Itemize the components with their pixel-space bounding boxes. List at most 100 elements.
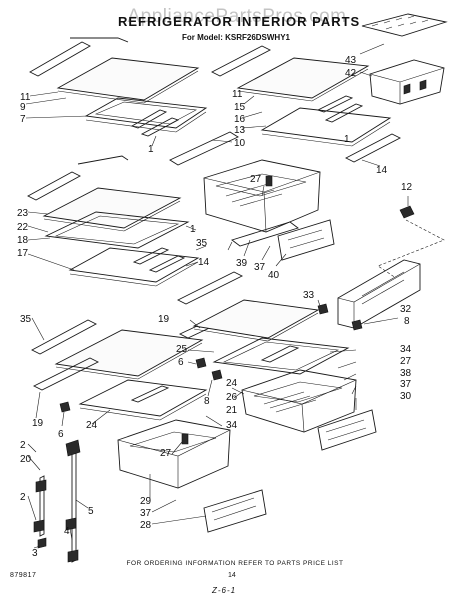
callout-21: 21 bbox=[226, 405, 238, 416]
callout-37: 37 bbox=[254, 262, 266, 273]
callout-37: 37 bbox=[140, 508, 152, 519]
callout-30: 30 bbox=[400, 391, 412, 402]
callout-6: 6 bbox=[178, 357, 184, 368]
callout-43: 43 bbox=[345, 55, 357, 66]
callout-27: 27 bbox=[160, 448, 172, 459]
crisper-pan-39 bbox=[203, 159, 321, 233]
shelf-trim-top-right bbox=[211, 45, 271, 77]
crisper-screw-27 bbox=[265, 175, 273, 187]
callout-35: 35 bbox=[20, 314, 32, 325]
callout-39: 39 bbox=[236, 258, 248, 269]
cam-2a bbox=[35, 479, 47, 493]
shelf-trim-19a bbox=[32, 357, 100, 391]
callout-26: 26 bbox=[226, 392, 238, 403]
glass-shelf-9 bbox=[56, 57, 200, 101]
callout-33: 33 bbox=[303, 290, 315, 301]
callout-17: 17 bbox=[17, 248, 29, 259]
callout-24: 24 bbox=[86, 420, 98, 431]
lower-left-shelf-assembly bbox=[31, 317, 208, 427]
shelf-trim-35a bbox=[176, 271, 244, 305]
shelf-trim-10 bbox=[169, 131, 239, 166]
callout-13: 13 bbox=[234, 125, 246, 136]
callout-19: 19 bbox=[32, 418, 44, 429]
page-number: 14 bbox=[228, 572, 236, 579]
rail-5 bbox=[71, 445, 77, 563]
shelf-frame-17 bbox=[68, 247, 200, 283]
callout-20: 20 bbox=[20, 454, 32, 465]
callout-28: 28 bbox=[140, 520, 152, 531]
callout-1: 1 bbox=[344, 134, 350, 145]
callout-38: 38 bbox=[400, 368, 412, 379]
shelf-frame-24 bbox=[78, 379, 208, 417]
upper-left-shelf-assembly bbox=[25, 37, 239, 166]
clip-33 bbox=[317, 303, 329, 315]
ordering-info-note: FOR ORDERING INFORMATION REFER TO PARTS … bbox=[126, 560, 344, 567]
callout-25: 25 bbox=[176, 344, 188, 355]
callout-labels: 11 9 7 1 10 43 42 11 15 16 13 1 14 12 27… bbox=[17, 55, 413, 559]
right-side-parts bbox=[317, 196, 445, 331]
callout-3: 3 bbox=[32, 548, 38, 559]
upper-right-shelf-assembly bbox=[211, 13, 448, 167]
model-subtitle: For Model: KSRF26DSWHY1 bbox=[181, 33, 290, 42]
callout-11: 11 bbox=[20, 92, 31, 103]
callout-10: 10 bbox=[234, 138, 246, 149]
callout-1: 1 bbox=[190, 224, 196, 235]
side-rail-parts bbox=[27, 439, 89, 563]
dairy-bin-42 bbox=[369, 59, 445, 105]
callout-42: 42 bbox=[345, 68, 357, 79]
shelf-trim-35b bbox=[31, 319, 97, 355]
callout-2: 2 bbox=[20, 492, 26, 503]
callout-4: 4 bbox=[64, 526, 70, 537]
shelf-frame-7 bbox=[84, 97, 208, 129]
crisper-front-40 bbox=[277, 219, 335, 261]
callout-27: 27 bbox=[400, 356, 412, 367]
sheet-id: Z-6-1 bbox=[212, 586, 237, 595]
cap-3 bbox=[37, 537, 47, 549]
rail-20 bbox=[39, 475, 45, 537]
callout-14: 14 bbox=[376, 165, 388, 176]
crisper-front-28 bbox=[203, 489, 267, 533]
callout-8: 8 bbox=[204, 396, 210, 407]
shelf-trim-11-top bbox=[29, 41, 91, 77]
watermark: AppliancePartsPros.com bbox=[127, 6, 347, 27]
callout-24: 24 bbox=[226, 378, 238, 389]
callout-12: 12 bbox=[401, 182, 413, 193]
crisper-pan-29 bbox=[117, 419, 231, 489]
callout-8: 8 bbox=[404, 316, 410, 327]
callout-22: 22 bbox=[17, 222, 29, 233]
callout-32: 32 bbox=[400, 304, 412, 315]
shelf-support-12 bbox=[399, 205, 415, 219]
crisper-pan-21 bbox=[241, 369, 357, 433]
crisper-cover-37 bbox=[231, 221, 299, 247]
bracket-8a bbox=[351, 319, 363, 331]
callout-1: 1 bbox=[148, 144, 154, 155]
callout-29: 29 bbox=[140, 496, 152, 507]
middle-left-shelf-assembly bbox=[27, 155, 244, 305]
shelf-trim-23 bbox=[27, 171, 81, 201]
shelf-frame-18 bbox=[44, 211, 190, 249]
callout-16: 16 bbox=[234, 114, 246, 125]
callout-14: 14 bbox=[198, 257, 210, 268]
shelf-frame-lower bbox=[212, 337, 350, 375]
callout-9: 9 bbox=[20, 102, 26, 113]
callout-23: 23 bbox=[17, 208, 29, 219]
shelf-trim-11-rear bbox=[70, 37, 129, 43]
callout-7: 7 bbox=[20, 114, 26, 125]
callout-34: 34 bbox=[400, 344, 412, 355]
callout-34: 34 bbox=[226, 420, 238, 431]
lower-middle-assembly bbox=[178, 299, 377, 451]
callout-15: 15 bbox=[234, 102, 246, 113]
callout-37: 37 bbox=[400, 379, 412, 390]
bracket-8b bbox=[211, 369, 223, 381]
callout-11: 11 bbox=[232, 89, 243, 100]
shelf-frame-13 bbox=[260, 107, 392, 143]
glass-shelf-22 bbox=[42, 187, 182, 229]
callout-35: 35 bbox=[196, 238, 208, 249]
callout-40: 40 bbox=[268, 270, 280, 281]
crisper-cover-32 bbox=[337, 259, 421, 329]
callout-5: 5 bbox=[88, 506, 94, 517]
cam-2b bbox=[33, 519, 45, 533]
bracket-6a bbox=[59, 401, 71, 413]
